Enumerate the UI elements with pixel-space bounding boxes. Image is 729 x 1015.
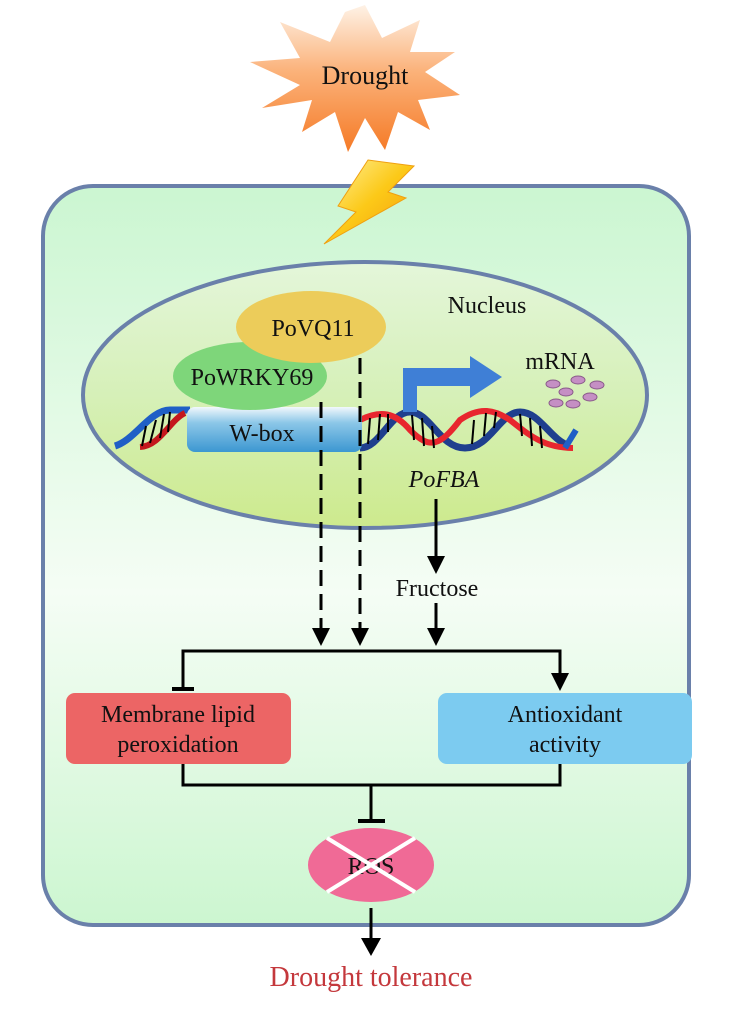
vq-arrowhead-icon [351, 628, 369, 646]
tolerance-arrowhead-icon [361, 938, 381, 956]
povq11-protein: PoVQ11 [236, 291, 386, 363]
w-box: W-box [187, 407, 362, 452]
pofba-arrowhead-icon [427, 556, 445, 574]
mrna-label: mRNA [525, 349, 595, 375]
junction-bar [181, 649, 562, 688]
antioxidant-label-line2: activity [529, 732, 601, 758]
drought-tolerance-label: Drought tolerance [270, 962, 473, 993]
povq11-shape [236, 291, 386, 363]
powrky69-label: PoWRKY69 [191, 365, 314, 391]
drought-label: Drought [322, 61, 409, 90]
dna-strand-right [358, 408, 579, 452]
nucleus-label: Nucleus [448, 293, 527, 319]
nucleus [81, 260, 649, 530]
povq11-label: PoVQ11 [271, 316, 354, 342]
pofba-gene-label: PoFBA [408, 467, 480, 493]
w-box-shape [187, 407, 362, 452]
mrna-molecules-icon [545, 375, 605, 409]
peroxidation-label-line2: peroxidation [117, 732, 238, 758]
ros-suppressed: ROS [308, 828, 434, 902]
ros-cross-icon [325, 836, 417, 894]
transcription-start-arrow [403, 356, 502, 412]
antioxidant-label-line1: Antioxidant [508, 702, 623, 728]
promote-arrowhead-icon [551, 673, 569, 691]
peroxidation-label-line1: Membrane lipid [101, 702, 255, 728]
w-box-label: W-box [229, 421, 294, 447]
drought-stimulus: Drought [250, 5, 460, 152]
fructose-arrowhead-icon [427, 628, 445, 646]
starburst-shape [250, 5, 460, 152]
fructose-label: Fructose [396, 576, 479, 602]
lightning-bolt-icon [323, 159, 416, 245]
wrky-arrowhead-icon [312, 628, 330, 646]
dna-strand-left [113, 406, 190, 450]
antioxidant-activity-box: Antioxidant activity [438, 693, 692, 764]
membrane-lipid-peroxidation-box: Membrane lipid peroxidation [66, 693, 291, 764]
